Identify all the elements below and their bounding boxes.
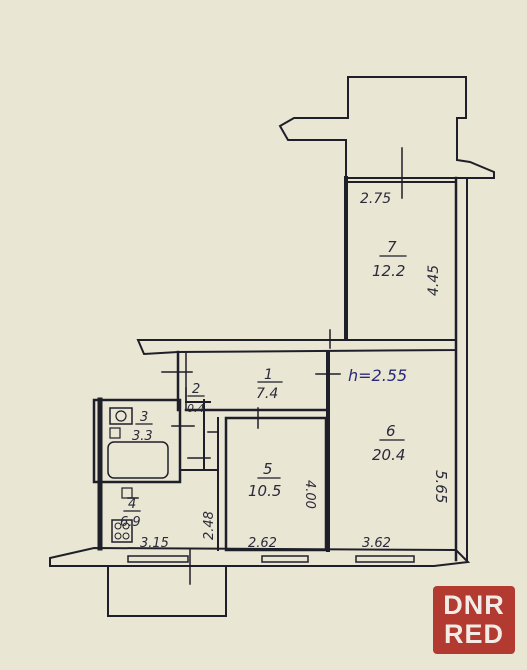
balcony-top — [278, 76, 495, 179]
room-1-area: 7.4 — [256, 386, 278, 402]
room-1-number: 1 — [264, 367, 273, 383]
dim-room5-length: 4.00 — [302, 480, 317, 509]
room-7-number: 7 — [387, 238, 397, 256]
dim-room4-length: 2.48 — [202, 511, 217, 540]
room-5-area: 10.5 — [248, 482, 281, 500]
dim-room4-width: 3.15 — [140, 536, 169, 551]
dim-room7-width: 2.75 — [360, 191, 391, 207]
outer-bottom-wall — [49, 546, 471, 567]
watermark-line-1: DNR — [443, 590, 505, 620]
room-2-number: 2 — [192, 382, 200, 397]
dim-room5-width: 2.62 — [248, 536, 277, 551]
toilet-icon — [109, 427, 121, 439]
dim-room7-length: 4.45 — [426, 265, 442, 296]
room-6-area: 20.4 — [372, 446, 405, 464]
room-3-number: 3 — [140, 410, 148, 425]
room-6-number: 6 — [386, 422, 396, 440]
room-5-number: 5 — [263, 460, 273, 478]
watermark-line-2: RED — [443, 619, 504, 649]
sink-icon — [109, 407, 133, 425]
window — [127, 555, 189, 563]
walls — [49, 76, 495, 617]
watermark-logo: DNR RED — [433, 586, 515, 654]
window — [261, 555, 309, 563]
balcony-bottom — [107, 565, 227, 617]
dim-room6-length: 5.65 — [432, 470, 450, 503]
room-7-area: 12.2 — [372, 262, 405, 280]
room-2-area: 0.4 — [187, 402, 205, 415]
middle-wall — [136, 339, 457, 356]
ceiling-height: h=2.55 — [348, 366, 407, 385]
kitchen-sink-icon — [121, 487, 133, 499]
room-3-area: 3.3 — [132, 429, 153, 444]
dim-room6-width: 3.62 — [362, 536, 391, 551]
room-4-area: 6.9 — [120, 515, 141, 530]
bathtub-icon — [107, 441, 169, 479]
window — [355, 555, 415, 563]
room-4-number: 4 — [128, 497, 136, 512]
stove-icon — [111, 519, 133, 543]
